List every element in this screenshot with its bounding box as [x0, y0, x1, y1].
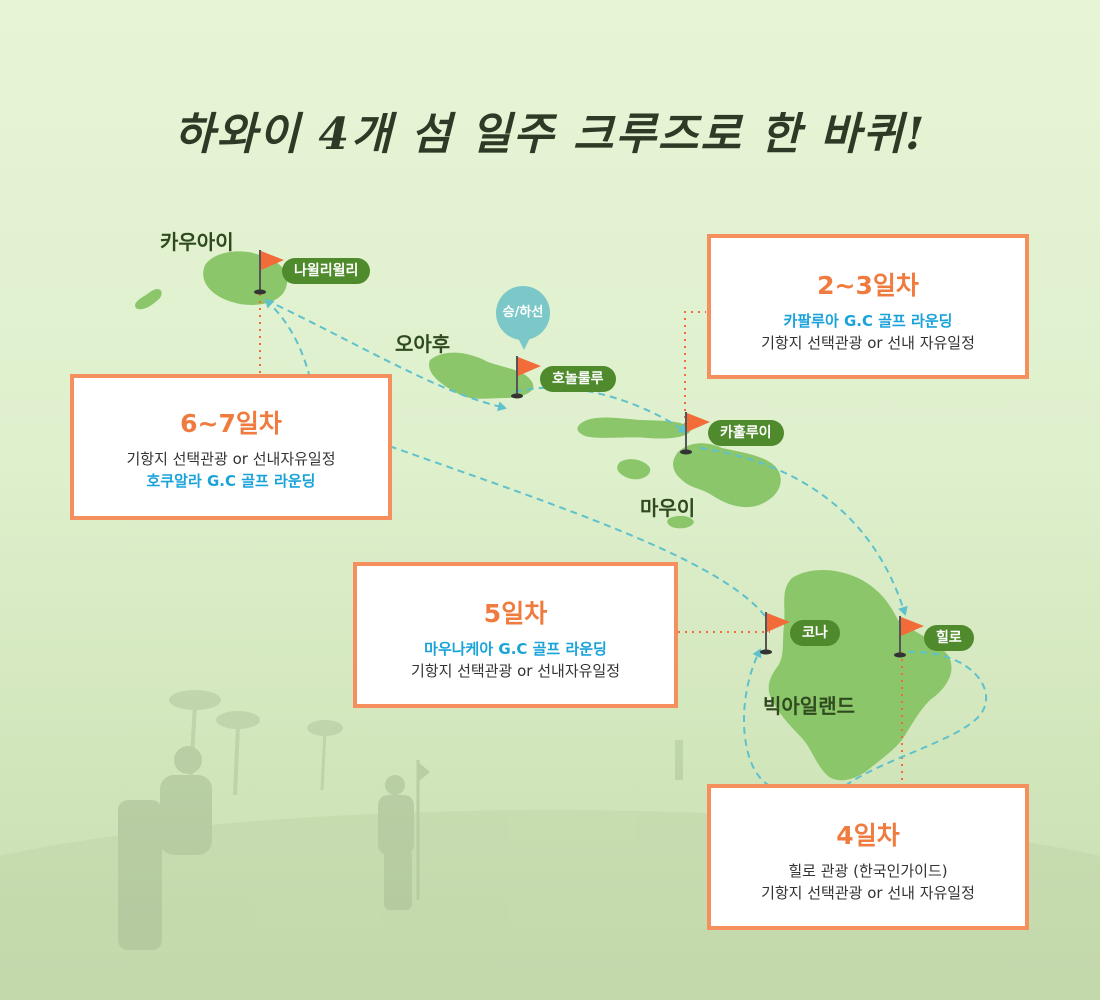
island-label-big-island: 빅아일랜드 — [763, 694, 855, 718]
card-tour-line: 기항지 선택관광 or 선내자유일정 — [126, 450, 336, 468]
card-day-title: 6~7일차 — [180, 409, 282, 438]
flag-kahului-icon — [680, 412, 710, 455]
flag-hilo-icon — [894, 616, 924, 658]
port-pill-nawiliwili: 나윌리윌리 — [282, 258, 371, 284]
itinerary-card-day5: 5일차 마우나케아 G.C 골프 라운딩 기항지 선택관광 or 선내자유일정 — [353, 562, 678, 708]
embark-badge: 승/하선 — [496, 286, 550, 350]
card-golf-line: 마우나케아 G.C 골프 라운딩 — [424, 640, 607, 658]
itinerary-card-day23: 2~3일차 카팔루아 G.C 골프 라운딩 기항지 선택관광 or 선내 자유일… — [707, 234, 1029, 379]
molokai-lanai-islands — [577, 417, 691, 480]
port-pill-hilo: 힐로 — [924, 625, 974, 651]
card-day-title: 4일차 — [836, 821, 900, 850]
flag-nawiliwili-icon — [254, 250, 284, 295]
itinerary-card-day4: 4일차 힐로 관광 (한국인가이드) 기항지 선택관광 or 선내 자유일정 — [707, 784, 1029, 930]
card-golf-line: 카팔루아 G.C 골프 라운딩 — [783, 312, 953, 330]
maui-island — [667, 443, 781, 529]
card-connectors — [259, 294, 903, 784]
port-pill-kona: 코나 — [790, 620, 840, 646]
card-tour-line-2: 기항지 선택관광 or 선내 자유일정 — [761, 884, 975, 902]
itinerary-card-day67: 6~7일차 기항지 선택관광 or 선내자유일정 호쿠알라 G.C 골프 라운딩 — [70, 374, 392, 520]
flag-honolulu-icon — [511, 356, 541, 399]
card-tour-line: 힐로 관광 (한국인가이드) — [788, 862, 948, 880]
card-day-title: 5일차 — [483, 599, 548, 628]
port-pill-kahului: 카훌루이 — [708, 420, 784, 446]
cruise-route — [264, 298, 988, 787]
oahu-island — [429, 352, 534, 399]
card-day-title: 2~3일차 — [817, 271, 919, 300]
card-tour-line: 기항지 선택관광 or 선내 자유일정 — [761, 334, 975, 352]
big-island — [768, 569, 952, 781]
card-tour-line: 기항지 선택관광 or 선내자유일정 — [410, 662, 621, 680]
island-label-kauai: 카우아이 — [160, 230, 234, 254]
card-golf-line: 호쿠알라 G.C 골프 라운딩 — [146, 472, 316, 490]
island-label-maui: 마우이 — [640, 496, 696, 520]
island-label-oahu: 오아후 — [395, 332, 451, 356]
page-title: 하와이 4개 섬 일주 크루즈로 한 바퀴! — [173, 109, 927, 160]
flag-kona-icon — [760, 612, 790, 655]
port-pill-honolulu: 호놀룰루 — [540, 366, 616, 392]
